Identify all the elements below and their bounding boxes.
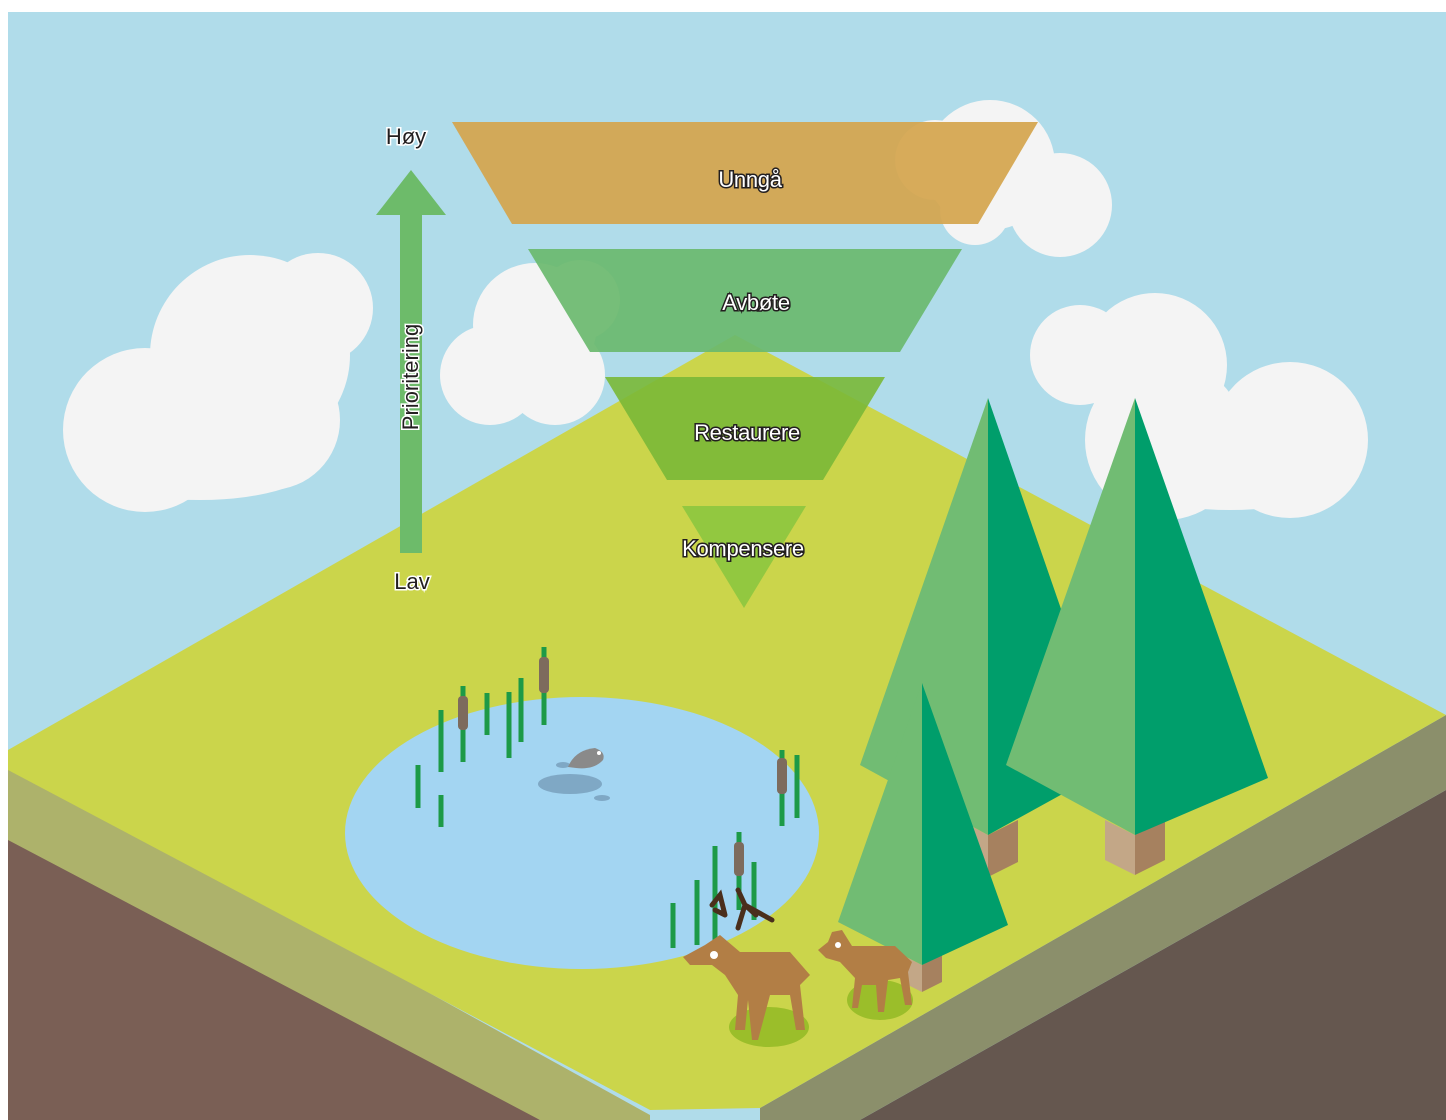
tier-unnga-shape <box>452 122 1038 224</box>
cattail-bottom <box>734 842 744 876</box>
cattails-left <box>458 657 549 730</box>
deer-icon <box>683 887 810 1040</box>
tier-avbote-shape <box>528 249 962 352</box>
priority-low-label: Lav <box>394 569 429 594</box>
fawn-icon <box>818 930 912 1012</box>
priority-axis-label: Prioritering <box>398 324 423 430</box>
cloud-right <box>1030 293 1368 520</box>
pond-ripple-tiny <box>556 762 570 768</box>
tier-restaurere-shape <box>605 377 885 480</box>
tier-kompensere-shape <box>682 506 806 608</box>
tier-unnga-label: Unngå <box>718 167 782 192</box>
pond-ripple <box>538 774 602 794</box>
top-margin <box>0 0 1446 12</box>
tier-restaurere: Restaurere <box>605 377 885 480</box>
fish-icon <box>568 748 604 769</box>
tier-avbote-label: Avbøte <box>722 290 790 315</box>
deer-shadow <box>729 1007 809 1047</box>
cattail-right <box>777 758 787 794</box>
cloud-left <box>63 253 373 512</box>
tree-right <box>1006 398 1268 875</box>
pond-ripple-small <box>594 795 610 801</box>
priority-arrow <box>376 170 446 553</box>
left-margin <box>0 0 8 1120</box>
tier-restaurere-label: Restaurere <box>694 420 800 445</box>
tier-unnga: Unngå <box>452 122 1038 224</box>
tier-kompensere: Kompensere <box>681 506 806 608</box>
priority-high-label: Høy <box>386 124 426 149</box>
grass-edge-right <box>760 715 1446 1120</box>
grass-top <box>8 335 1446 1110</box>
tier-avbote: Avbøte <box>528 249 962 352</box>
pond <box>345 697 819 969</box>
tier-kompensere-label: Kompensere <box>682 536 804 561</box>
